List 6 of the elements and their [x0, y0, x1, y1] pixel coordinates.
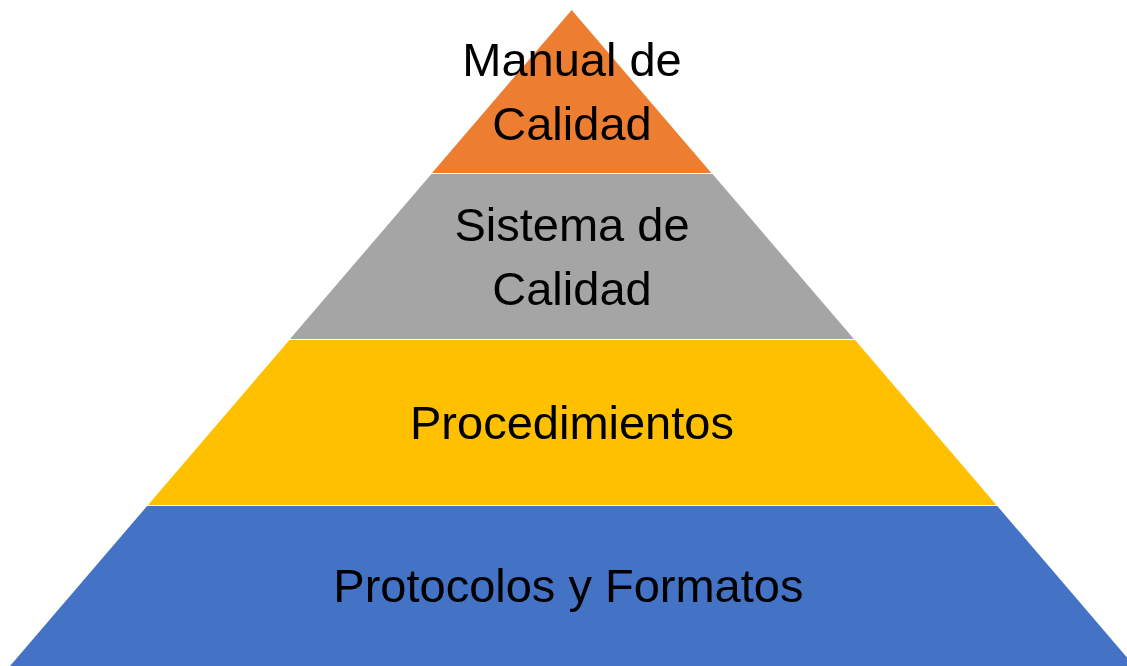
tier-label: Protocolos y Formatos: [333, 558, 804, 614]
tier-label: Sistema de Calidad: [453, 196, 691, 317]
tier-label: Procedimientos: [410, 394, 734, 451]
pyramid-tier: [147, 340, 997, 505]
pyramid-tier: [290, 174, 854, 339]
pyramid-tier: [9, 506, 1127, 666]
